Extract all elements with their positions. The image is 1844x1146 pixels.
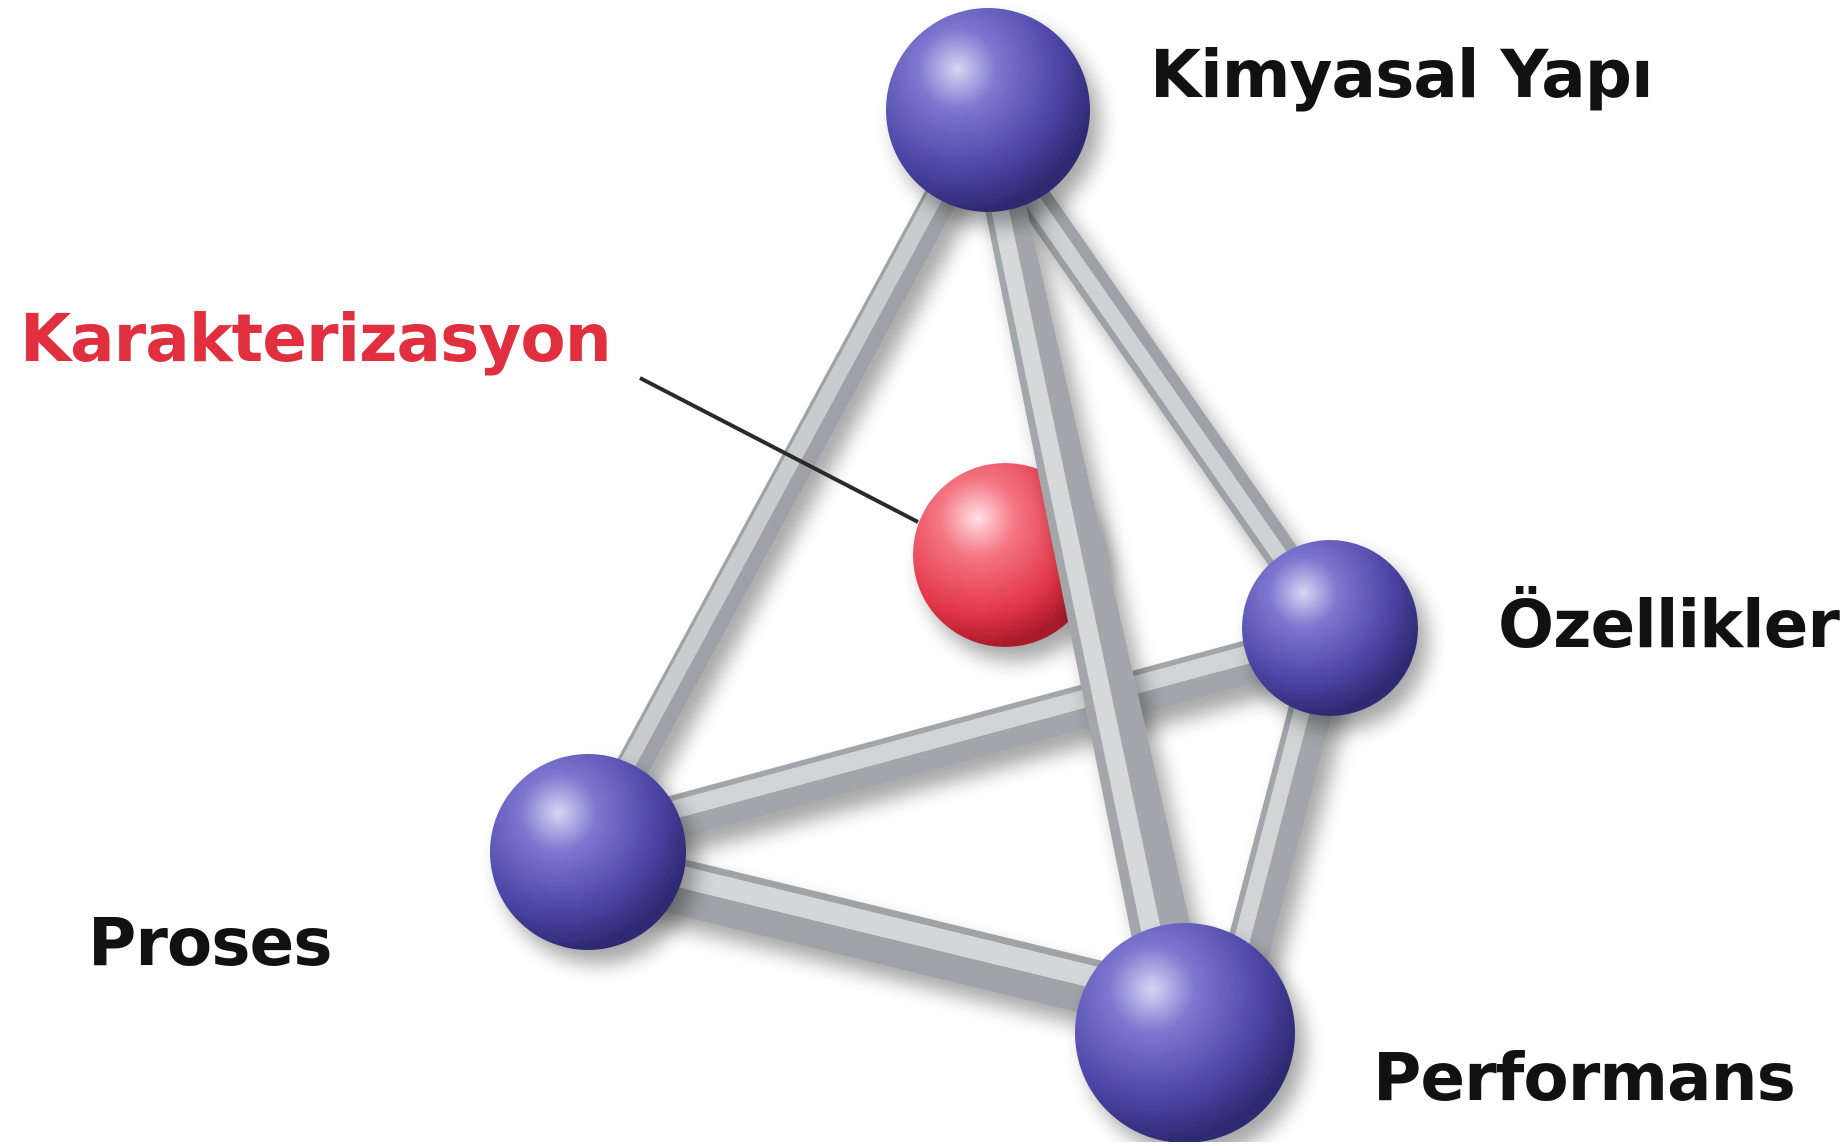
label-performans: Performans: [1373, 1039, 1796, 1116]
label-ozellikler: Özellikler: [1498, 586, 1840, 663]
vertex-sphere-bottom: [1075, 923, 1295, 1143]
vertex-sphere-left: [490, 754, 686, 950]
center-leader-line: [639, 376, 919, 524]
rod-back-right: [1018, 183, 1327, 612]
vertex-sphere-top: [886, 8, 1090, 212]
vertex-sphere-right: [1242, 540, 1418, 716]
rod-left-right: [643, 633, 1297, 842]
label-karakterizasyon: Karakterizasyon: [20, 300, 612, 377]
rod-left-bottom: [582, 842, 1173, 1028]
rod-front-top-bottom: [978, 170, 1210, 1018]
rod-back-left: [603, 173, 962, 807]
label-proses: Proses: [88, 904, 333, 981]
label-kimyasal-yapi: Kimyasal Yapı: [1150, 36, 1654, 113]
